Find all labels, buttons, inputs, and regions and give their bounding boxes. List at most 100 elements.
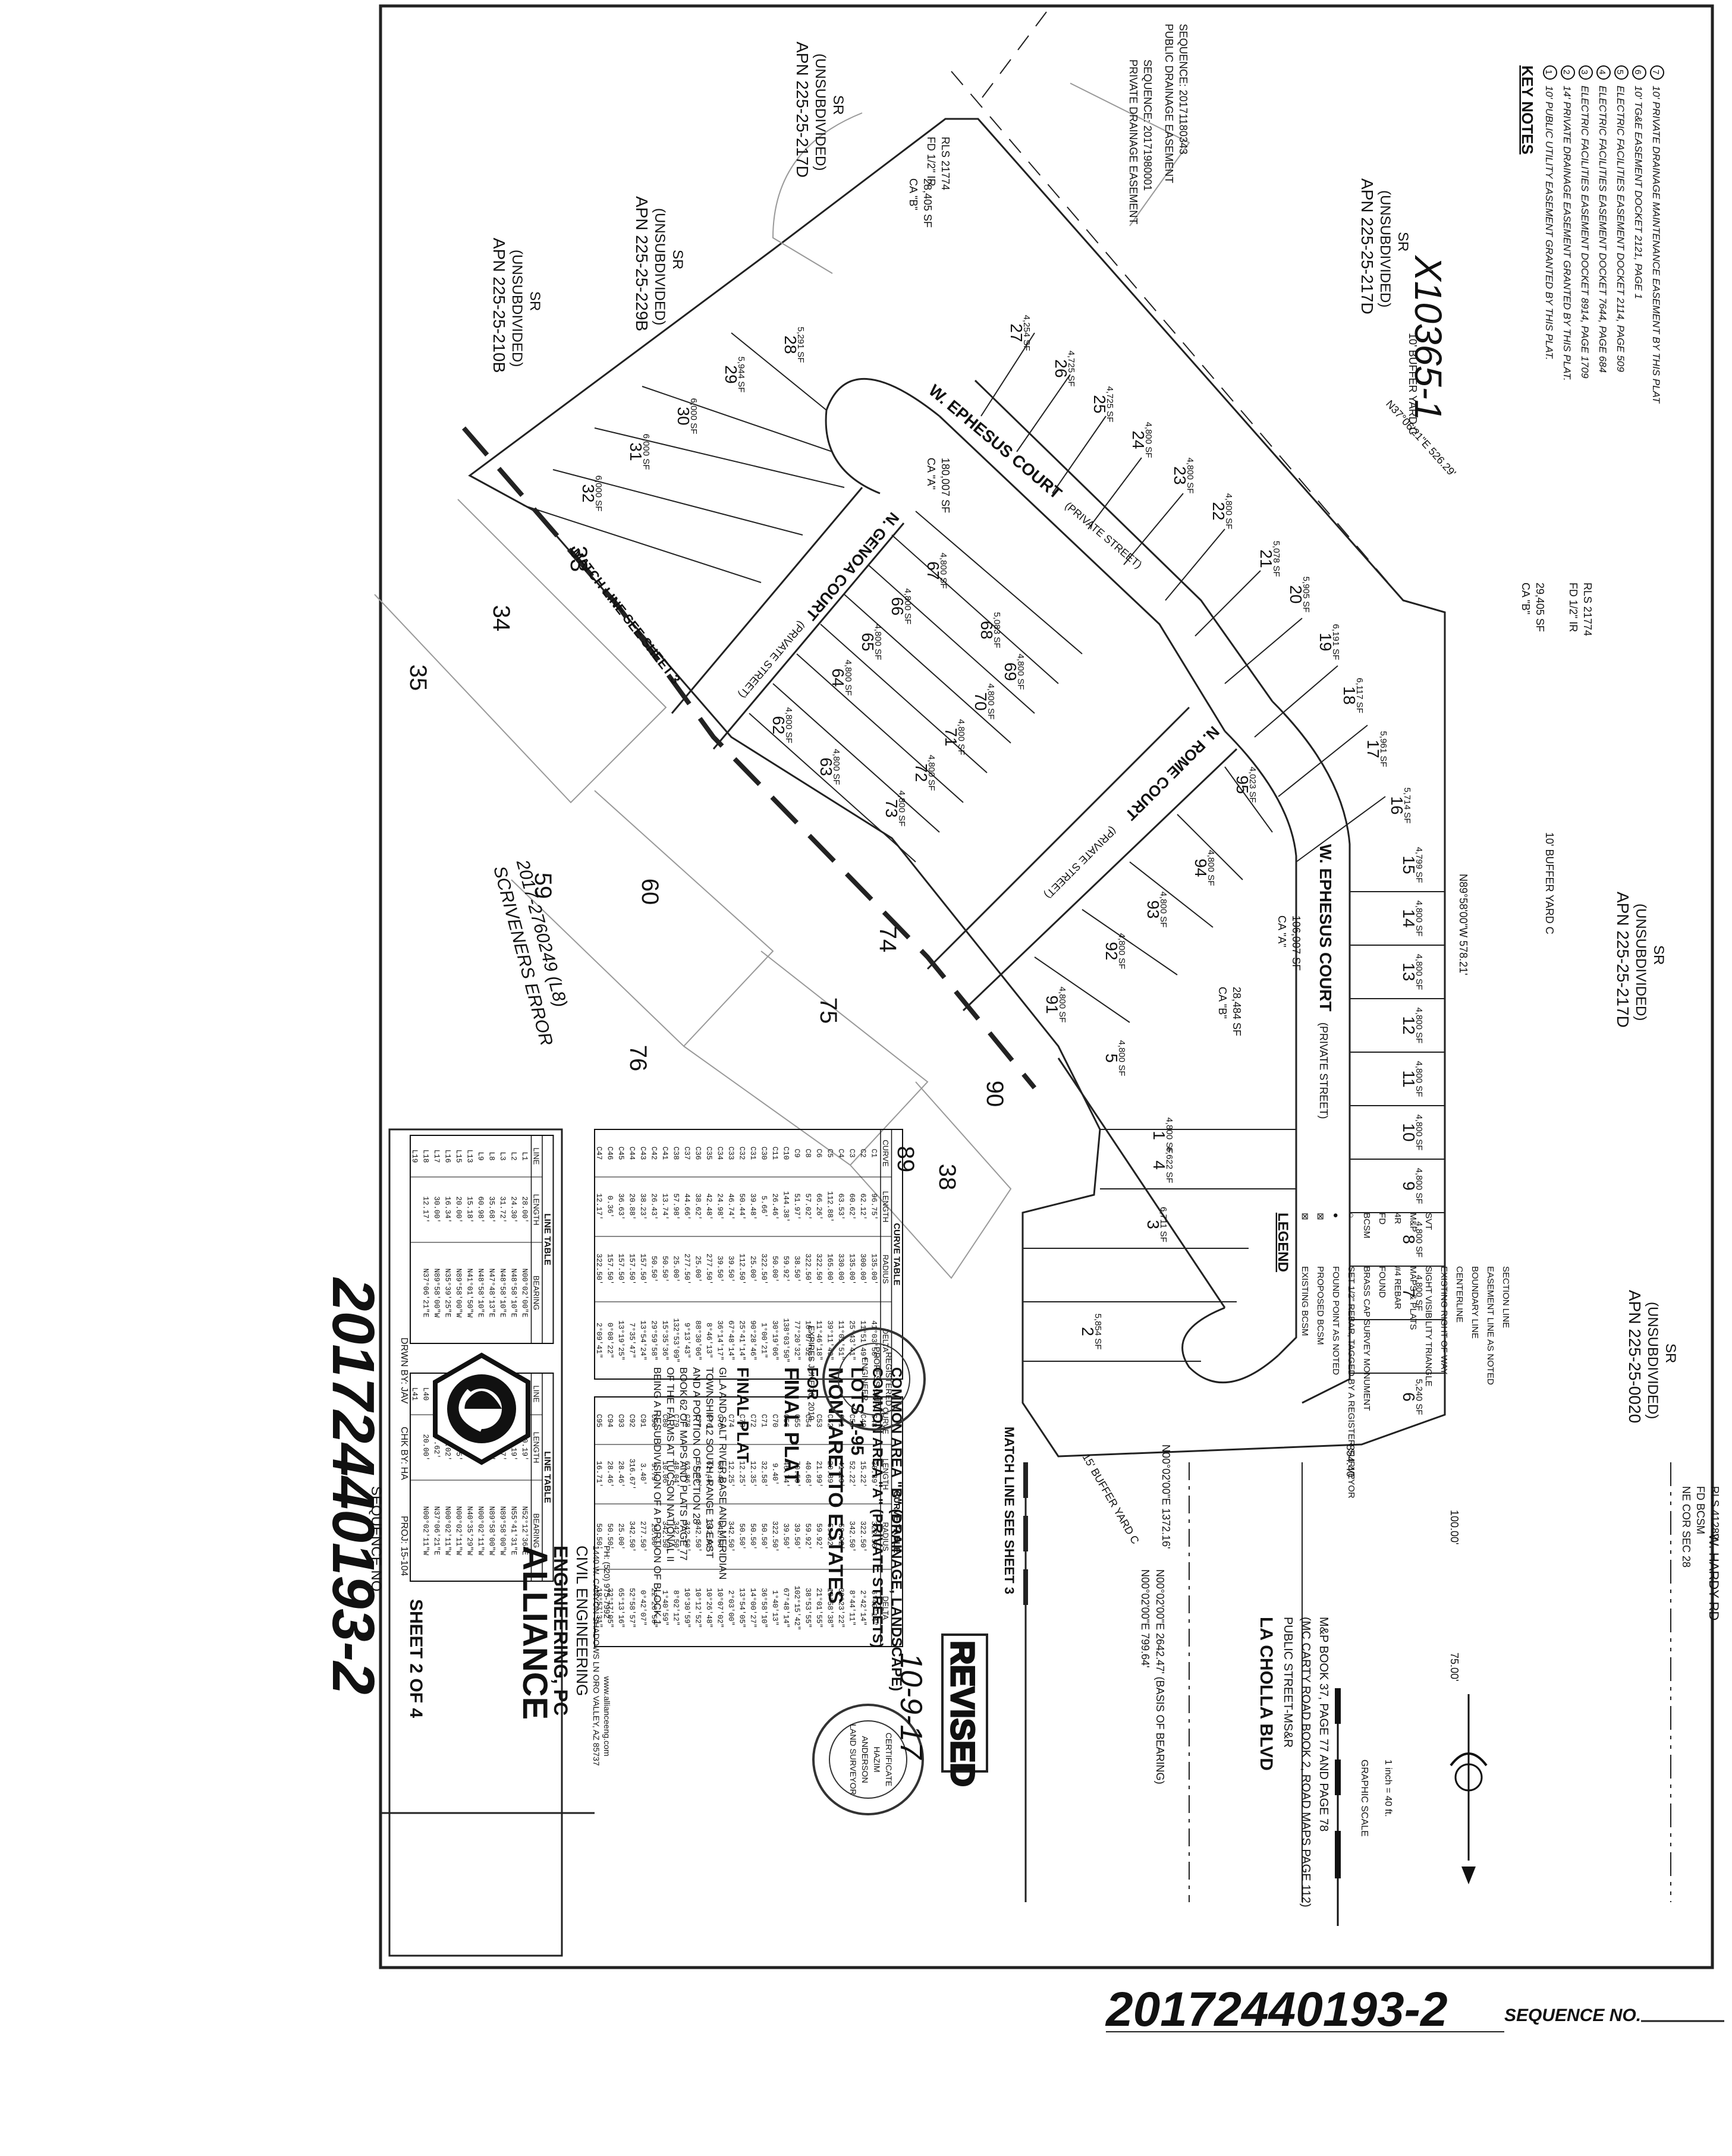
apn-label: APN 225-25-210B(UNSUBDIVIDED)SR (490, 238, 543, 373)
sequence-label-bottom: SEQUENCE NO. (1504, 2006, 1641, 2025)
table-cell: C30 (760, 1147, 768, 1160)
table-cell: C47 (595, 1147, 603, 1160)
table-cell: L16 (444, 1150, 452, 1163)
table-cell: 1°40'59" (661, 1590, 669, 1626)
alliance-logo (433, 1352, 530, 1465)
lot-number: 68 (977, 621, 996, 639)
fd-ir-1: FD 1/2" IR (925, 137, 937, 186)
table-cell: 19°58'38" (826, 1588, 834, 1628)
table-cell: C56 (782, 1414, 790, 1428)
adjacent-parcels (374, 83, 1190, 1279)
key-note-number-icon (1579, 65, 1593, 80)
firm-name-2: ENGINEERING, PC (550, 1546, 571, 1716)
table-cell: 12.17' (422, 1196, 430, 1223)
lot-label: 196,191 SF (1316, 624, 1341, 660)
lot-label: 84,800 SF (1400, 1222, 1424, 1258)
table-cell: 9.40' (771, 1463, 779, 1485)
table-header: RADIUS (881, 1522, 890, 1551)
table-cell: C80 (661, 1414, 669, 1428)
lot-number: 15 (1400, 855, 1418, 874)
table-cell: 0°42'07" (639, 1590, 647, 1626)
ca-a-1-sf: 180,007 SF (939, 458, 951, 513)
adjacent-lot-label: 59 (530, 873, 556, 899)
table-cell: 59.92' (804, 1523, 812, 1550)
lot-label: 234,800 SF (1171, 458, 1195, 494)
table-cell: 50.50' (749, 1523, 757, 1550)
table-cell: 39.50' (727, 1255, 735, 1282)
table-cell: 25.00' (617, 1523, 625, 1550)
lot-area: 4,800 SF (1185, 458, 1195, 494)
key-note-num: 6 (1633, 70, 1643, 74)
table-cell: 322.50' (771, 1521, 779, 1553)
lot-label: 704,800 SF (972, 684, 996, 720)
lot-area: 4,800 SF (926, 755, 936, 791)
table-cell: 10°07'02" (716, 1588, 724, 1628)
bearing-799: N00°02'00"E 799.64' (1139, 1569, 1151, 1668)
lot-label: 944,800 SF (1192, 850, 1216, 886)
table-header: LENGTH (881, 1191, 890, 1223)
table-cell: 277.50' (705, 1254, 713, 1285)
lot-number: 4 (1150, 1160, 1168, 1170)
table-cell: 9.79' (650, 1463, 658, 1485)
table-cell: N89°58'00"W (454, 1269, 463, 1318)
bearing-right: N89°58'00"W 578.21' (1457, 874, 1469, 975)
table-cell: 59.92' (837, 1523, 845, 1550)
table-cell: C42 (650, 1147, 658, 1160)
lot-number: 21 (1257, 549, 1275, 568)
table-cell: C32 (738, 1147, 746, 1160)
table-cell: N48°58'10"E (510, 1269, 518, 1318)
desc-1: BEING A RESUBDIVISION OF A PORTION OF BL… (652, 1367, 663, 1625)
title-final-plat: FINAL PLAT (780, 1367, 803, 1483)
lot-area: 4,800 SF (986, 684, 996, 720)
table-cell: 60.62' (848, 1193, 856, 1220)
table-cell: 13°54'05" (738, 1588, 746, 1628)
table-cell: 8°46'13" (705, 1323, 713, 1358)
lot-label: 74,800 SF (1400, 1275, 1424, 1311)
apn-sub: (UNSUBDIVIDED) (509, 250, 525, 367)
table-cell: C55 (793, 1414, 801, 1428)
table-cell: 7°35'47" (628, 1323, 636, 1358)
table-cell: 60.48' (716, 1461, 724, 1487)
lot-area: 6,000 SF (689, 398, 699, 435)
legend: LEGEND ⊠EXISTING BCSM⊠PROPOSED BCSM●FOUN… (1275, 1213, 1511, 1499)
lot-number: 70 (972, 692, 990, 710)
lot-number: 63 (817, 757, 835, 776)
line-table-1: LINE TABLELINELENGTHBEARINGL128.00'N00°0… (410, 1135, 554, 1344)
legend-symbol: FD (1377, 1213, 1387, 1225)
scale-sub: 1 inch = 40 ft. (1383, 1760, 1393, 1817)
lot-number: 62 (769, 716, 788, 734)
table-cell: C2 (859, 1148, 867, 1157)
table-cell: L18 (422, 1150, 430, 1163)
lot-label: 154,799 SF (1400, 847, 1424, 883)
table-cell: 277.50' (639, 1521, 647, 1553)
table-cell: N41°01'50"W (466, 1269, 474, 1318)
firm-address: 1440 W. CANYON SHADOWS LN ORO VALLEY, AZ… (592, 1546, 601, 1766)
table-cell: N37°06'21"E (422, 1269, 430, 1318)
table-cell: L8 (488, 1151, 496, 1160)
lot-area: 5,291 SF (796, 327, 806, 363)
lot-label: 634,800 SF (817, 749, 841, 785)
table-cell: C10 (782, 1147, 790, 1160)
ephesus-bottom-arm (1057, 1057, 1226, 1308)
buffer-c-right: 10' BUFFER YARD C (1544, 832, 1555, 934)
lot-area: 6,711 SF (1158, 1207, 1168, 1242)
table-cell: 25°41'14" (738, 1320, 746, 1361)
table-cell: N00°02'11"W (422, 1506, 430, 1556)
adjacent-lot-label: 34 (488, 605, 514, 632)
lot-area: 4,800 SF (1143, 422, 1153, 458)
table-cell: C11 (771, 1147, 779, 1160)
lot-number: 29 (722, 365, 740, 383)
key-note-number-icon (1614, 65, 1629, 80)
apn-zone: SR (1395, 232, 1411, 251)
table-cell: 26.46' (771, 1193, 779, 1220)
curve-table-2: CURVE TABLECURVELENGTHRADIUSDELTAC4838.3… (594, 1396, 903, 1647)
table-cell: L40 (422, 1387, 430, 1401)
table-cell: 36.63' (617, 1193, 625, 1220)
table-cell: 62.86' (683, 1461, 691, 1487)
seal-right: CERTIFICATE HAZIM ANDERSON LAND SURVEYOR (812, 1704, 924, 1815)
lot-label: 14,800 SF (1150, 1118, 1174, 1154)
seal-right-text-2: HAZIM (872, 1746, 882, 1773)
apn-number: APN 225-25-0020 (1626, 1290, 1644, 1423)
adjacent-lot-label: 60 (637, 879, 663, 905)
